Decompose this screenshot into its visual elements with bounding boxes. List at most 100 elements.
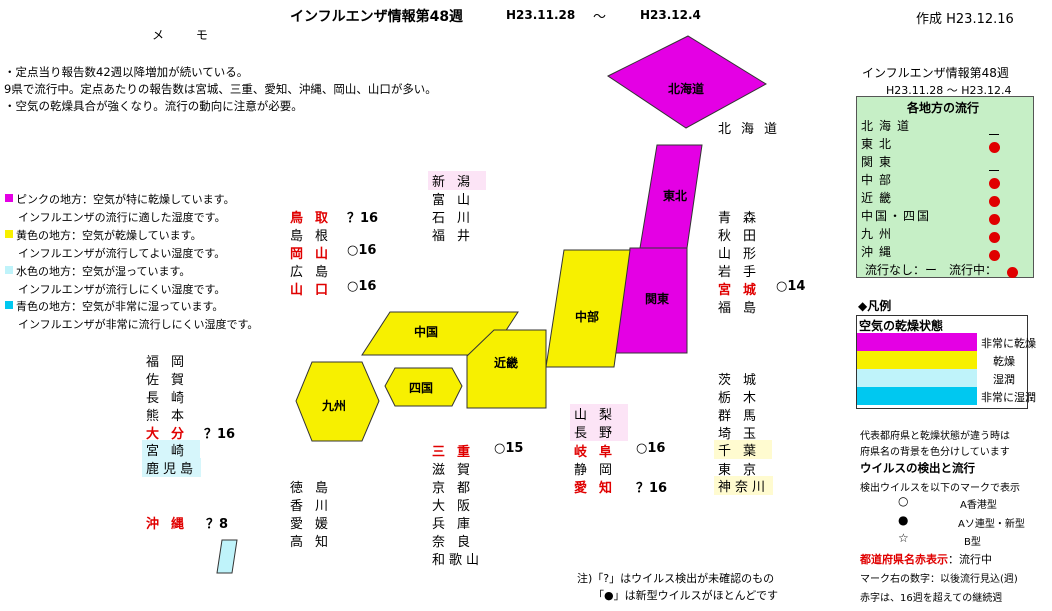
region-okinawa-shape [216,539,238,574]
legend-mark-number: マーク右の数字：以後流行見込(週) [860,574,1018,585]
legend-blue-line2: インフルエンザが非常に流行しにくい湿度です。 [18,318,259,331]
region-label-shikoku: 四国 [409,381,434,395]
legend-yellow-line2: インフルエンザが流行してよい湿度です。 [18,247,226,260]
legend-cyan-line2: インフルエンザが流行しにくい湿度です。 [18,283,226,296]
pref-nagano: 長野 [570,422,629,441]
region-label-hokkaido: 北海道 [668,82,705,96]
virus-label-a-hongkong: A香港型 [960,500,997,511]
region-label-kinki: 近畿 [494,356,519,370]
footnote-line1: 注)「?」はウイルス検出が未確認のもの [577,572,775,585]
pref-fukui: 福井 [432,229,483,244]
date-to: H23.12.4 [640,8,701,22]
legend-yellow-line1: 黄色の地方：空気が乾燥しています。 [16,229,202,242]
legend-red-pref-suffix: ：流行中 [948,553,992,566]
legend-swatch-yellow [5,230,13,238]
legend-swatch-very-dry [857,333,977,351]
pref-kochi: 高知 [290,535,341,550]
region-chubu-shape [545,249,631,368]
pref-kanagawa: 神奈川 [714,476,774,495]
pref-ibaraki: 茨城 [718,373,769,388]
pref-hiroshima: 広島 [290,265,341,280]
pref-gifu: 岐阜 [574,445,625,460]
legend-label-dry: 乾燥 [993,355,1015,368]
pref-fukuoka: 福岡 [146,355,197,370]
pref-kagawa: 香川 [290,499,341,514]
panel-footer: 流行なし：ー 流行中： [865,263,998,277]
panel-heading: 各地方の流行 [907,101,980,115]
pref-akita: 秋田 [718,229,769,244]
dryness-legend-box: 空気の乾燥状態 非常に乾燥 乾燥 湿潤 非常に湿潤 [856,315,1036,409]
pref-chiba: 千葉 [714,440,773,459]
memo-line-1: ・定点当り報告数42週以降増加が続いている。 [4,65,249,79]
pref-nagasaki: 長崎 [146,391,197,406]
region-hokkaido-shape [607,35,767,129]
legend-cyan-line1: 水色の地方：空気が湿っています。 [16,265,191,278]
memo-line-2: 9県で流行中。定点あたりの報告数は宮城、三重、愛知、沖縄、岡山、山口が多い。 [4,82,437,96]
pref-toyama: 富山 [432,193,483,208]
date-from: H23.11.28 [506,8,576,22]
status-dot-chugoku-shikoku [989,210,1000,229]
pref-hokkaido: 北海道 [718,122,788,137]
mark-miyagi: ○14 [776,279,806,294]
virus-mark-b: ☆ [898,531,909,545]
panel-title: インフルエンザ情報第48週 [862,66,1009,80]
virus-heading: ウイルスの検出と流行 [860,461,975,475]
pref-kumamoto: 熊本 [146,409,197,424]
pref-ishikawa: 石川 [432,211,483,226]
pref-iwate: 岩手 [718,265,769,280]
status-name-kinki: 近畿 [861,191,898,205]
status-dot-tohoku [989,138,1000,157]
pref-hyogo: 兵庫 [432,517,483,532]
legend-swatch-very-humid [857,387,977,405]
pref-gunma: 群馬 [718,409,769,424]
region-shikoku-shape [384,367,463,407]
pref-yamagata: 山形 [718,247,769,262]
status-dot-kyushu [989,228,1000,247]
legend-heading: ◆凡例 [858,299,892,313]
status-name-hokkaido: 北海道 [861,119,916,133]
virus-label-b: B型 [964,537,981,548]
pref-shiga: 滋賀 [432,463,483,478]
mark-okayama: ○16 [347,243,377,258]
status-name-chubu: 中部 [861,173,898,187]
pref-mie: 三重 [432,445,483,460]
status-dot-okinawa [989,246,1000,265]
virus-label-a-soviet: Aソ連型・新型 [958,519,1025,530]
status-dash-hokkaido [989,124,999,143]
pref-fukushima: 福島 [718,301,769,316]
pref-aomori: 青森 [718,211,769,226]
status-name-kanto: 関東 [861,155,898,169]
pref-tokyo: 東京 [718,463,769,478]
legend-red-pref-text: 都道府県名赤表示 [860,553,948,566]
panel-footer-dot [1007,263,1018,282]
region-kyushu-shape [295,361,380,442]
legend-red-pref: 都道府県名赤表示：流行中 [860,551,992,567]
mark-yamaguchi: ○16 [347,279,377,294]
status-name-okinawa: 沖縄 [861,245,898,259]
legend-label-very-humid: 非常に湿潤 [981,391,1036,404]
virus-mark-a-hongkong: ○ [898,494,909,508]
virus-mark-a-soviet: ● [898,513,909,527]
status-name-chugoku-shikoku: 中国・四国 [861,209,932,223]
status-dot-kinki [989,192,1000,211]
mark-aichi: ？16 [636,481,668,496]
legend-blue-line1: 青色の地方：空気が非常に湿っています。 [16,300,224,313]
mark-okinawa: ？8 [206,517,229,532]
pref-yamanashi: 山梨 [570,404,629,423]
created-date: 作成 H23.12.16 [916,12,1014,27]
date-tilde: ～ [593,10,607,25]
pref-okayama: 岡山 [290,247,341,262]
status-name-kyushu: 九州 [861,227,898,241]
region-label-tohoku: 東北 [663,189,688,203]
virus-desc: 検出ウイルスを以下のマークで表示 [860,483,1020,494]
pref-aichi: 愛知 [574,481,625,496]
pref-wakayama: 和歌山 [432,553,484,568]
legend-swatch-blue [5,301,13,309]
pref-shimane: 島根 [290,229,341,244]
pref-miyagi: 宮城 [718,283,769,298]
pref-kyoto: 京都 [432,481,483,496]
status-dash-kanto [989,160,999,179]
legend-swatch-humid [857,369,977,387]
region-label-chubu: 中部 [575,310,600,324]
